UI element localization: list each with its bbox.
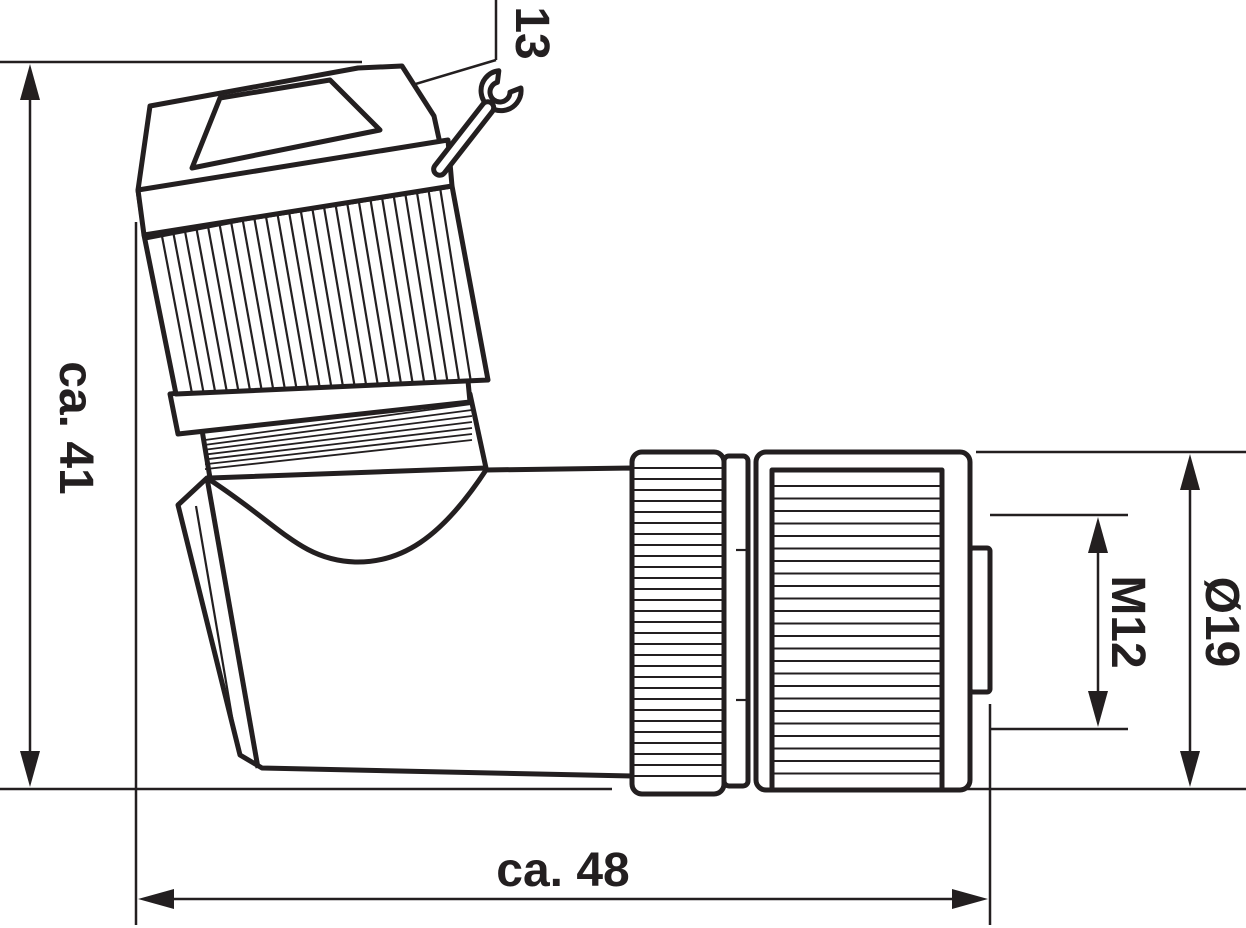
wrench-size-label: 13 [505,6,558,59]
knurl-line [204,433,473,466]
wrench-icon [431,68,524,178]
knurl-line [392,197,426,381]
diameter-dimension-arrow [1180,454,1200,787]
width-label: ca. 48 [496,844,629,897]
thread-dimension-arrow [1088,517,1108,727]
knurl-line [381,198,414,382]
knurl-line [253,219,286,388]
knurl-line [204,427,473,461]
knurl-line [204,415,473,451]
height-label: ca. 41 [49,361,102,494]
knurl-line [230,222,263,389]
knurl-line [183,230,216,391]
knurl-line [299,211,333,386]
knurl-line [346,204,379,384]
knurl-line [416,193,449,380]
knurl-line [160,233,193,392]
diameter-label: Ø19 [1195,577,1246,668]
knurl-line [241,221,275,388]
knurl-line [204,421,473,456]
knurl-line [323,208,356,385]
knurl-line [276,215,309,387]
knurl-line [172,232,205,392]
knurl-line [204,409,473,446]
upper-nut-assembly [135,63,491,481]
knurl-line [357,202,391,383]
knurl-line [206,226,240,390]
knurl-line [369,200,402,382]
coupling-assembly [629,449,993,797]
thread-label: M12 [1101,575,1154,668]
knurl-line [404,195,437,381]
knurl-line [439,189,472,379]
elbow-housing [175,465,635,779]
knurl-line [427,191,460,380]
width-dimension-arrow [138,889,988,909]
knurl-line [265,217,298,387]
knurl-line [334,206,367,384]
knurl-line [288,213,321,386]
knurl-line [204,403,473,441]
knurl-line [204,439,473,471]
knurl-line [218,224,251,389]
height-dimension-arrow [20,64,40,787]
knurl-line [195,228,228,391]
knurl-line [311,209,344,385]
